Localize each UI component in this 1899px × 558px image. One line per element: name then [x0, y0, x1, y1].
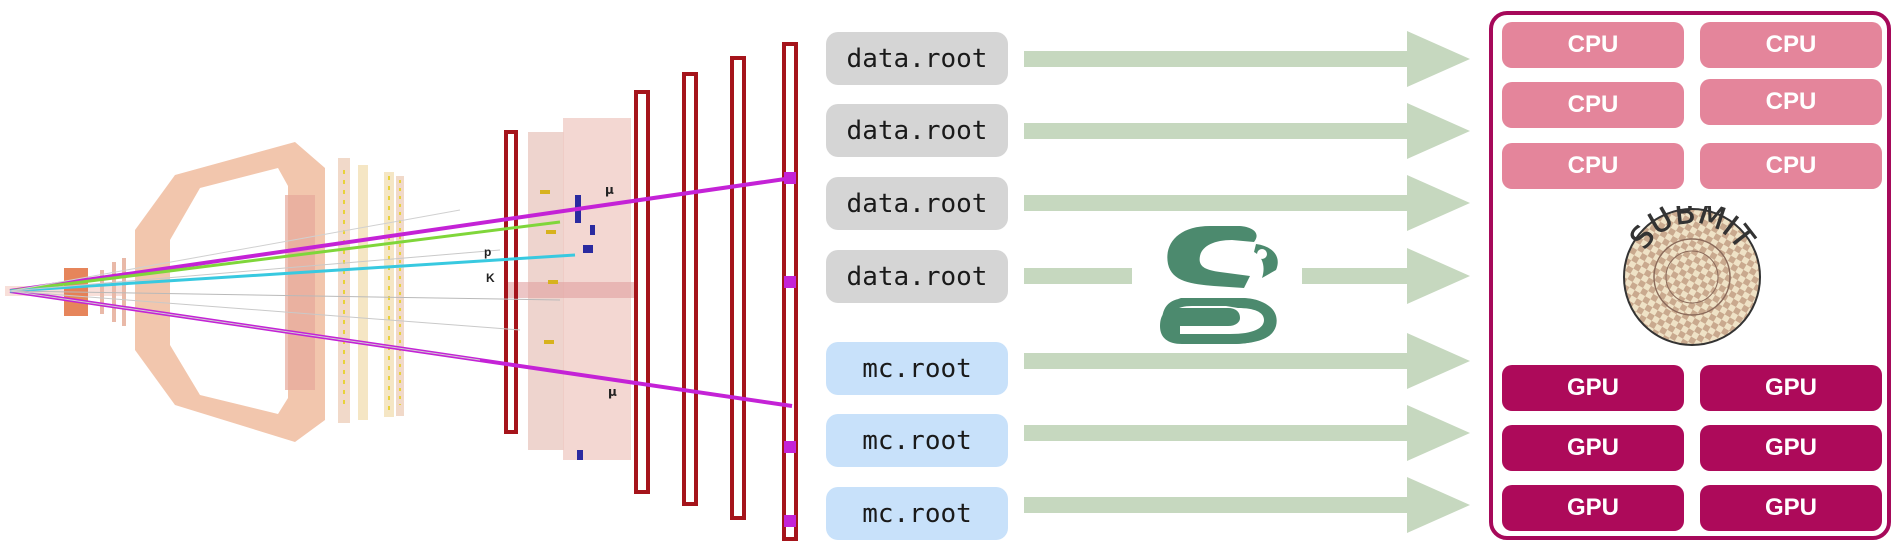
detector-event-display: p K μ μ: [5, 42, 798, 541]
gpu-node: GPU: [1700, 425, 1882, 471]
calorimeter-hit: [544, 340, 554, 344]
calorimeter-hit: [540, 190, 550, 194]
cpu-node: CPU: [1502, 143, 1684, 189]
mc-file: mc.root: [826, 342, 1008, 395]
snakemake-icon: [1160, 226, 1278, 344]
mc-file: mc.root: [826, 487, 1008, 540]
data-file: data.root: [826, 250, 1008, 303]
mc-file: mc.root: [826, 414, 1008, 467]
calorimeter-hit: [548, 280, 558, 284]
calorimeter-hit: [590, 225, 595, 235]
data-file: data.root: [826, 177, 1008, 230]
muon-hit: [784, 172, 796, 184]
gpu-node: GPU: [1700, 485, 1882, 531]
arrow: [1024, 248, 1470, 304]
tracker-plane-3: [122, 258, 126, 326]
arrow: [1024, 405, 1470, 461]
tracker-plane-2: [112, 262, 116, 322]
label-muon-upper: μ: [605, 183, 614, 197]
calorimeter-hit: [583, 245, 593, 253]
tracking-station-3: [384, 172, 394, 417]
particle-tracks: [9, 176, 793, 408]
calorimeter-hit: [577, 450, 583, 460]
muon-station-4: [730, 56, 746, 520]
compute-cluster: [1489, 11, 1891, 540]
label-kaon: K: [486, 271, 495, 285]
submit-logo: SUBMIT: [1623, 206, 1762, 346]
data-file: data.root: [826, 104, 1008, 157]
rich-band: [505, 282, 635, 298]
muon-station-3: [682, 72, 698, 506]
gpu-node: GPU: [1502, 365, 1684, 411]
muon-station-1: [504, 130, 518, 434]
muon-hit: [784, 276, 796, 288]
cpu-node: CPU: [1700, 22, 1882, 68]
arrow: [1024, 103, 1470, 159]
gpu-node: GPU: [1502, 485, 1684, 531]
arrow: [1024, 31, 1470, 87]
muon-station-5: [782, 42, 798, 541]
data-file: data.root: [826, 32, 1008, 85]
cpu-node: CPU: [1502, 82, 1684, 128]
label-proton: p: [484, 245, 491, 259]
muon-hit: [784, 441, 796, 453]
label-muon-lower: μ: [608, 385, 617, 399]
arrow: [1024, 477, 1470, 533]
cpu-node: CPU: [1502, 22, 1684, 68]
muon-station-2: [634, 90, 650, 494]
calorimeter-hit: [546, 230, 556, 234]
arrow: [1024, 175, 1470, 231]
arrow: [1024, 333, 1470, 389]
tracking-station-2: [358, 165, 368, 420]
gpu-node: GPU: [1700, 365, 1882, 411]
gpu-node: GPU: [1502, 425, 1684, 471]
magnet-aperture: [170, 168, 288, 414]
magnet-inner-band: [285, 195, 315, 390]
tracker-plane-1: [100, 270, 104, 314]
cpu-node: CPU: [1700, 79, 1882, 125]
tracking-station-4: [396, 176, 404, 416]
cpu-node: CPU: [1700, 143, 1882, 189]
muon-hit: [784, 515, 796, 527]
